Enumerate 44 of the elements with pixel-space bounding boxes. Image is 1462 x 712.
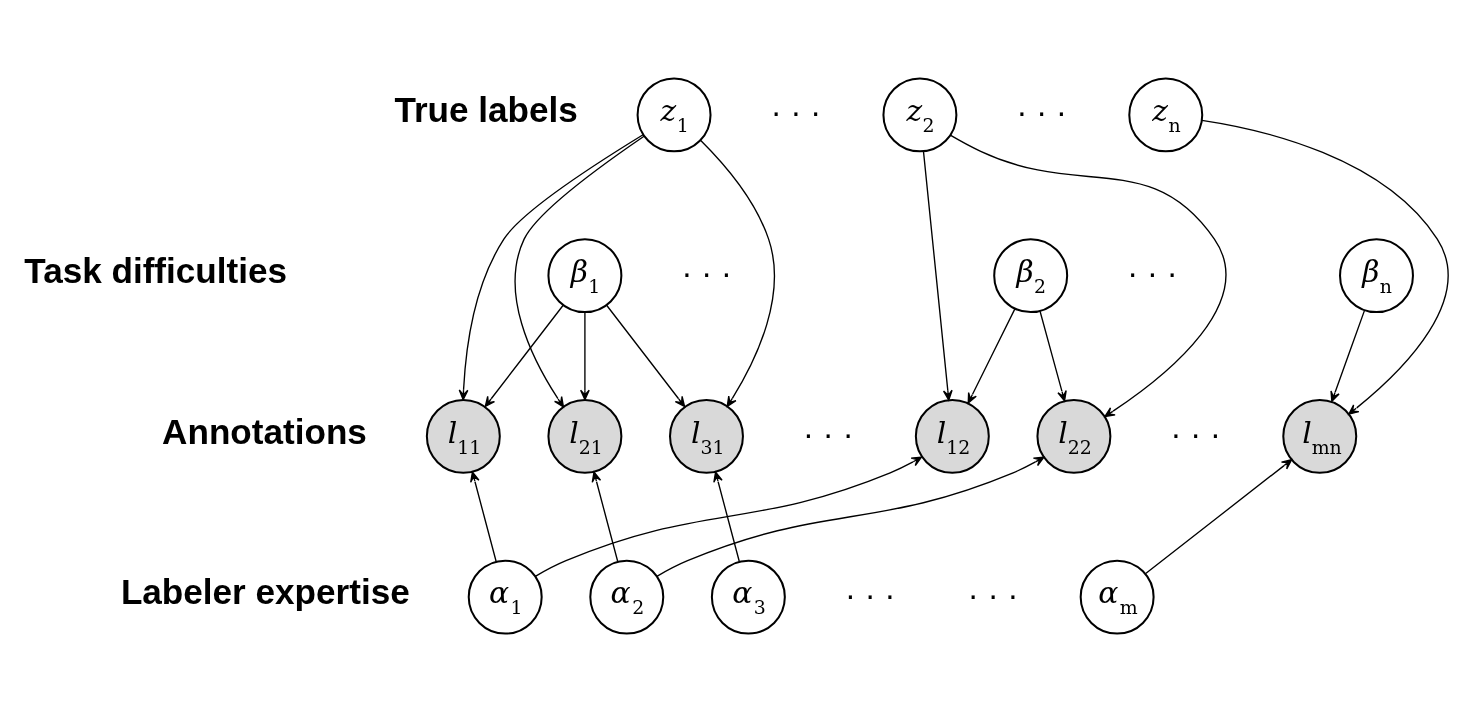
node-circle: z$_{2}$ (882, 77, 958, 153)
label: Annotations (162, 411, 367, 451)
arrow (700, 139, 775, 408)
arrow (605, 304, 686, 408)
label: Labeler expertise (120, 572, 410, 612)
arrow (579, 311, 590, 401)
arrow (967, 307, 1016, 404)
node-circle: β$_{2}$ (993, 238, 1069, 314)
label: True labels (394, 90, 578, 130)
label: Task difficulties (24, 250, 288, 290)
node-circle: α$_{3}$ (710, 559, 786, 635)
arrow (656, 456, 1045, 577)
arrow (591, 471, 619, 563)
node-circle: β$_{n}$ (1339, 238, 1414, 314)
label: · · · (1016, 94, 1067, 131)
label: · · · (844, 576, 896, 613)
node-circle: z$_{1}$ (636, 77, 712, 153)
arrow (949, 134, 1227, 418)
label: · · · (967, 576, 1019, 613)
label: · · · (1127, 255, 1178, 291)
arrow (1039, 310, 1067, 402)
node-circle: l$_{12}$ (914, 398, 990, 474)
arrow (1330, 309, 1366, 403)
node-circle: l$_{21}$ (547, 398, 623, 474)
node-circle: β$_{1}$ (547, 238, 623, 314)
node-circle: α$_{m}$ (1079, 559, 1155, 635)
arrow (534, 456, 923, 577)
arrow (470, 471, 497, 563)
arrow (713, 471, 740, 563)
label: · · · (1170, 415, 1221, 452)
arrow (514, 135, 645, 408)
arrow (922, 150, 953, 401)
node-circle: z$_{n}$ (1128, 77, 1204, 153)
node-circle: α$_{2}$ (589, 559, 665, 635)
arrow (1145, 459, 1293, 575)
label: · · · (770, 94, 822, 131)
node-circle: α$_{1}$ (467, 559, 543, 635)
arrow (484, 304, 564, 408)
node-circle: l$_{22}$ (1036, 398, 1112, 474)
node-circle: l$_{11}$ (425, 398, 501, 474)
label: · · · (681, 255, 732, 291)
label: · · · (803, 415, 854, 452)
arrow (1201, 119, 1449, 415)
node-circle: l$_{31}$ (669, 398, 744, 474)
